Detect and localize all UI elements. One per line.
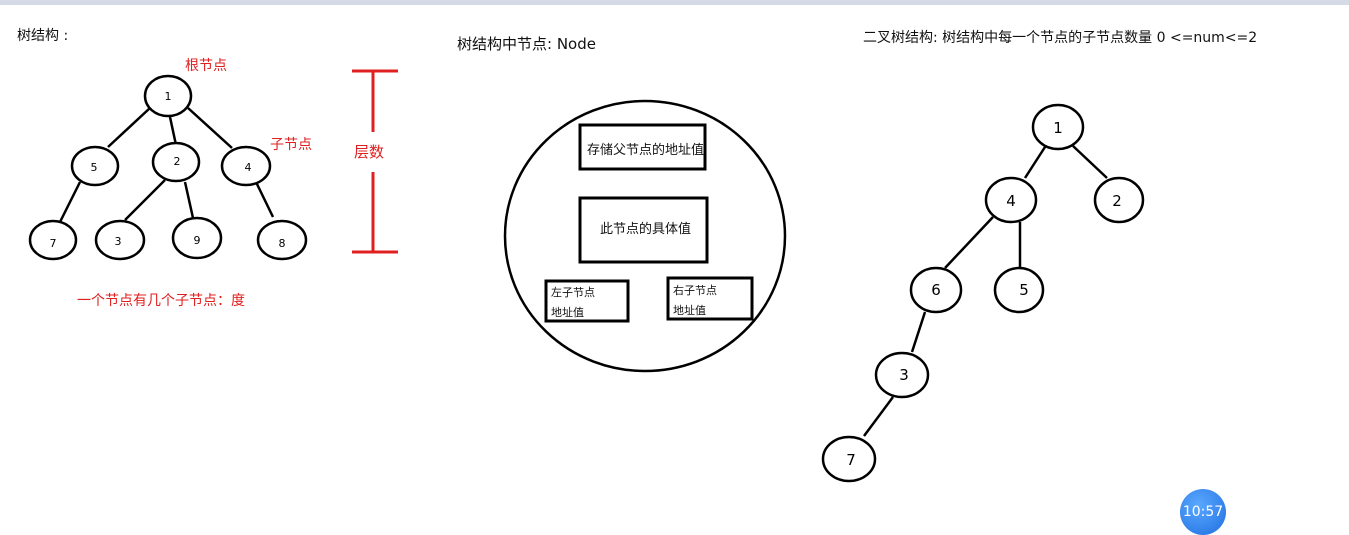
right-child-box [666,276,754,321]
tree-node-label: 9 [194,234,201,247]
tree-node-label: 1 [165,90,172,103]
tree-title: 树结构 : [17,28,69,44]
binary-tree-node-labels: 1 4 2 6 5 3 7 [846,119,1122,469]
tree-node-7 [28,219,78,261]
tree-node-label: 4 [245,161,252,174]
parent-address-box [578,123,707,171]
parent-address-text: 存储父节点的地址值 [587,143,705,158]
right-child-text-line1: 右子节点 [673,284,717,297]
tree-edges [58,107,275,223]
binary-node-label: 4 [1006,192,1016,210]
clock-time: 10:57 [1182,504,1224,520]
level-label: 层数 [354,143,385,161]
binary-tree-title: 二叉树结构: 树结构中每一个节点的子节点数量 0 <=num<=2 [863,30,1258,46]
tree-node-label: 2 [174,155,181,168]
binary-node-label: 6 [931,281,941,299]
tree-node-2 [151,141,201,183]
right-child-text-line2: 地址值 [673,304,706,317]
tree-node-labels: 1 5 2 4 7 3 9 8 [50,90,286,250]
degree-label: 一个节点有几个子节点：度 [77,293,245,309]
tree-node-label: 5 [91,161,98,174]
tree-node-9 [171,216,223,260]
binary-node-label: 2 [1112,192,1122,210]
node-structure [503,99,787,373]
binary-node-label: 5 [1019,281,1029,299]
binary-node-4 [984,176,1038,224]
value-box [578,196,709,264]
tree-node-1 [143,74,193,118]
binary-node-label: 3 [899,366,909,384]
tree-node-8 [256,219,308,261]
binary-tree-edges [862,145,1108,437]
value-text: 此节点的具体值 [600,222,692,237]
binary-node-label: 7 [846,451,856,469]
binary-node-2 [1093,176,1145,224]
binary-node-7 [821,435,877,483]
tree-node-label: 7 [50,237,57,250]
clock-widget[interactable]: 10:57 [1180,489,1226,535]
binary-tree-node-shapes [821,103,1145,483]
tree-node-5 [70,145,120,187]
node-structure-title: 树结构中节点: Node [457,35,596,53]
tree-node-shapes [28,74,308,261]
left-child-text-line2: 地址值 [551,306,584,319]
top-border [0,0,1349,5]
left-child-text-line1: 左子节点 [551,286,595,299]
binary-node-1 [1031,103,1085,151]
left-child-box [544,279,630,323]
tree-node-3 [94,219,146,261]
binary-node-3 [874,351,930,399]
binary-node-6 [909,266,963,314]
binary-node-label: 1 [1053,119,1063,137]
level-bracket [352,69,398,254]
tree-node-4 [220,145,272,187]
tree-node-label: 3 [115,235,122,248]
binary-node-5 [993,266,1045,314]
tree-node-label: 8 [279,237,286,250]
root-node-label: 根节点 [185,58,227,74]
child-node-label: 子节点 [270,137,312,153]
